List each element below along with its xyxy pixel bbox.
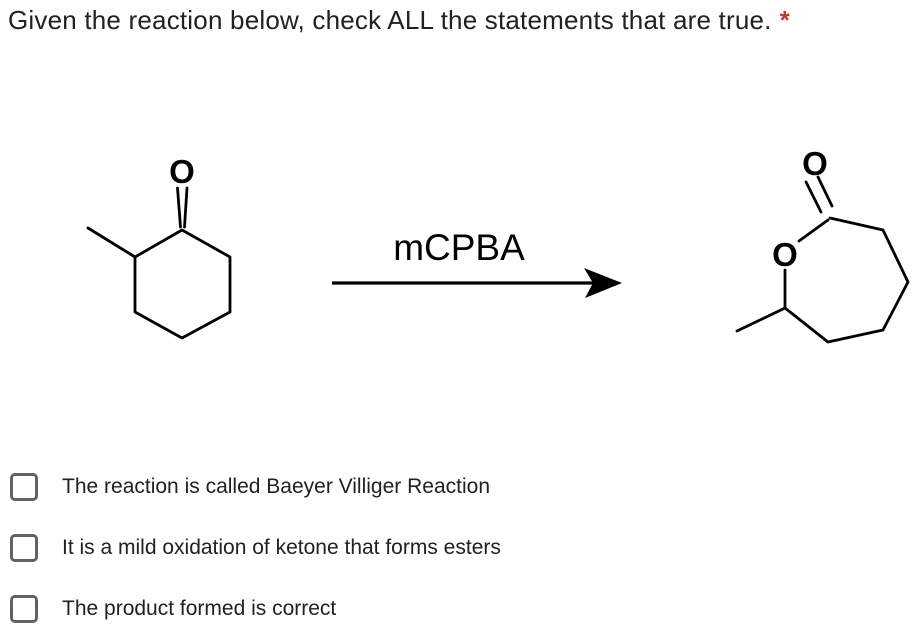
option-label: The product formed is correct [62, 597, 337, 620]
reactant-carbonyl-bond-2 [183, 186, 189, 229]
reactant-methyl-bond [86, 226, 137, 259]
product-ring [783, 216, 910, 344]
reactant-oxygen-label: O [169, 153, 195, 190]
option-label: It is a mild oxidation of ketone that fo… [62, 536, 501, 559]
product-carbonyl-bond-2 [816, 175, 834, 208]
product-o-carbonyl-bond [797, 218, 830, 243]
reactant-ring [133, 228, 232, 340]
option-label: The reaction is called Baeyer Villiger R… [62, 475, 490, 498]
option-row-product-correct[interactable]: The product formed is correct [10, 595, 336, 623]
checkbox-product-correct[interactable] [10, 595, 38, 623]
reaction-arrow-head [584, 268, 622, 298]
required-asterisk: * [779, 5, 790, 35]
reactant-carbonyl-bond-1 [176, 186, 182, 229]
checkbox-mild-oxidation[interactable] [10, 534, 38, 562]
reagent-label: mCPBA [393, 227, 525, 268]
option-row-baeyer-villiger[interactable]: The reaction is called Baeyer Villiger R… [10, 473, 490, 501]
product-structure: O O [735, 145, 910, 344]
product-methyl-bond [735, 306, 787, 333]
option-row-mild-oxidation[interactable]: It is a mild oxidation of ketone that fo… [10, 534, 501, 562]
question-title: Given the reaction below, check ALL the … [8, 4, 908, 36]
checkbox-baeyer-villiger[interactable] [10, 473, 38, 501]
reactant-structure: O [86, 153, 232, 340]
reaction-arrow [332, 268, 622, 298]
product-carbonyl-bond-1 [804, 180, 823, 214]
product-ring-oxygen-label: O [772, 236, 798, 273]
product-carbonyl-oxygen-label: O [802, 145, 828, 182]
question-title-text: Given the reaction below, check ALL the … [8, 5, 772, 35]
